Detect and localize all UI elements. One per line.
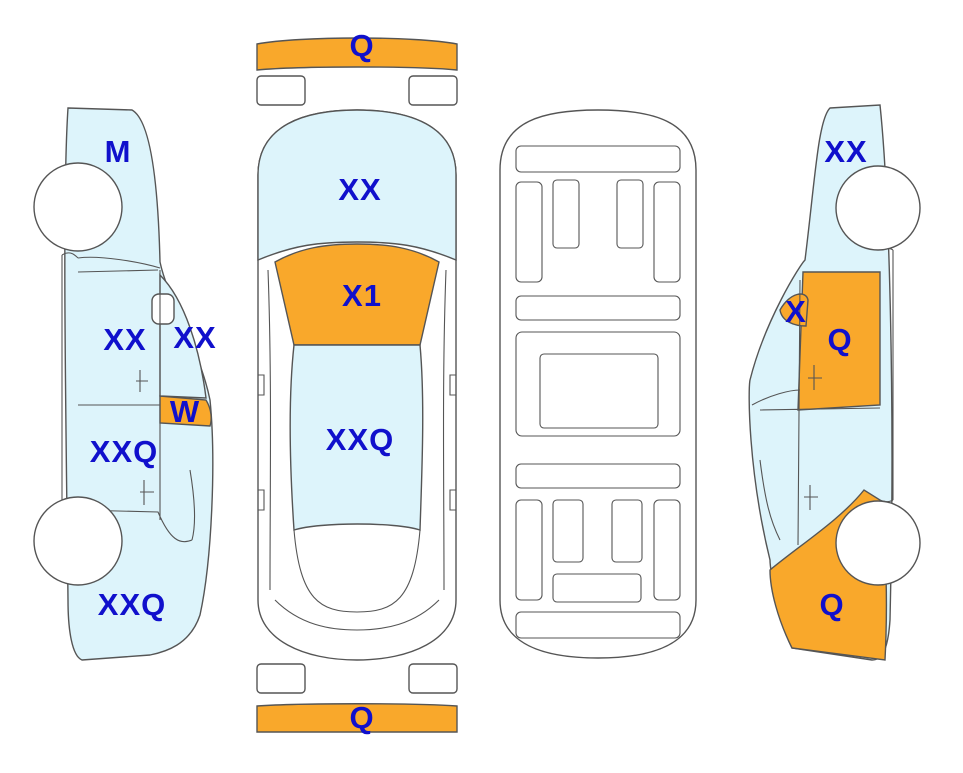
left-side-view xyxy=(33,107,214,661)
underbody-outline xyxy=(499,109,697,659)
right-door-handle-2 xyxy=(804,485,818,510)
left-door-handle-1 xyxy=(136,370,148,392)
front-bumper-shape xyxy=(256,37,458,71)
right-front-door-shape xyxy=(797,271,881,411)
left-side-mirror xyxy=(151,293,175,325)
top-view xyxy=(256,37,458,733)
left-rear-window-shape xyxy=(159,395,212,427)
windshield-shape xyxy=(274,243,440,346)
right-mirror-shape xyxy=(779,293,809,327)
roof-shape xyxy=(289,344,424,531)
left-rear-wheel xyxy=(33,496,123,586)
left-door-handle-2 xyxy=(140,480,154,505)
rear-right-taillight xyxy=(408,663,458,694)
front-left-headlight xyxy=(256,75,306,106)
front-right-headlight xyxy=(408,75,458,106)
right-side-view xyxy=(748,104,921,661)
underbody-structure xyxy=(515,145,681,639)
underbody-view xyxy=(499,109,697,659)
right-rear-wheel xyxy=(835,500,921,586)
rear-left-taillight xyxy=(256,663,306,694)
top-body-details xyxy=(258,269,456,631)
hood-shape xyxy=(257,109,457,262)
rear-bumper-shape xyxy=(256,703,458,733)
left-front-wheel xyxy=(33,162,123,252)
right-front-wheel xyxy=(835,165,921,251)
right-door-handle-1 xyxy=(808,365,822,390)
